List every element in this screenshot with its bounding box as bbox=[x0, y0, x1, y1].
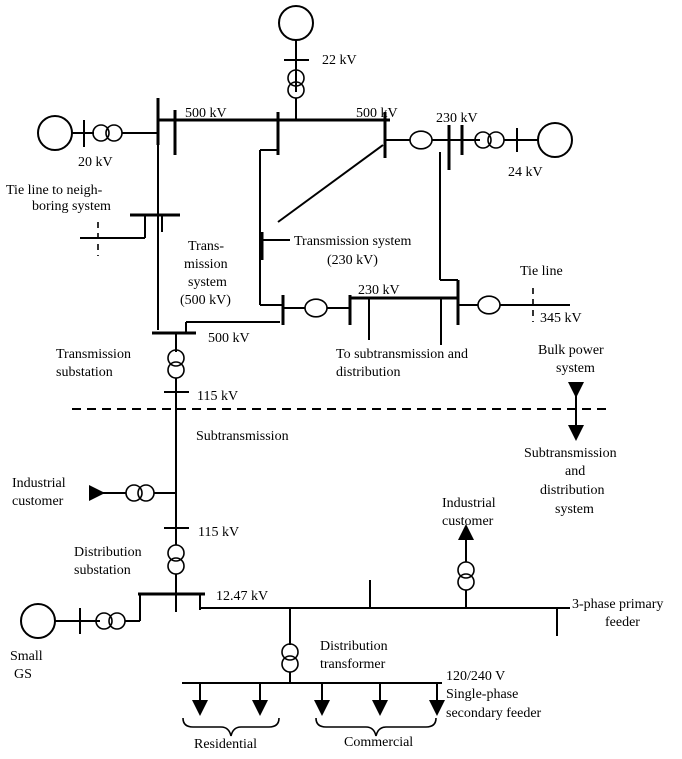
commercial-label: Commercial bbox=[344, 735, 413, 750]
label-500kv-top-mid: 500 kV bbox=[356, 106, 398, 121]
small-generator bbox=[20, 594, 141, 639]
subtransmission-label: Subtransmission bbox=[196, 429, 289, 444]
label-230kv-top: 230 kV bbox=[436, 111, 478, 126]
trans-sub-label-2: substation bbox=[56, 365, 113, 380]
tie-line-left-label: Tie line to neigh- bbox=[6, 183, 103, 198]
transmission-substation-transformer bbox=[164, 333, 189, 495]
generator-22kv bbox=[278, 5, 314, 120]
industrial-left-label-2: customer bbox=[12, 494, 64, 509]
industrial-customer-left bbox=[89, 484, 176, 502]
trans-500-label-4: (500 kV) bbox=[180, 293, 231, 308]
label-24kv: 24 kV bbox=[508, 165, 543, 180]
generator-20kv bbox=[37, 115, 158, 151]
label-345kv: 345 kV bbox=[540, 311, 582, 326]
label-500kv-top-left: 500 kV bbox=[185, 106, 227, 121]
distribution-transformer bbox=[281, 608, 299, 683]
label-22kv: 22 kV bbox=[322, 53, 357, 68]
trans-230-label-1: Transmission system bbox=[294, 234, 411, 249]
label-20kv: 20 kV bbox=[78, 155, 113, 170]
label-115kv-lower: 115 kV bbox=[198, 525, 239, 540]
label-500kv-lower: 500 kV bbox=[208, 331, 250, 346]
small-gs-label-1: Small bbox=[10, 649, 43, 664]
dist-sub-label-2: substation bbox=[74, 563, 131, 578]
label-115kv-upper: 115 kV bbox=[197, 389, 238, 404]
trans-sub-label-1: Transmission bbox=[56, 347, 131, 362]
trans-500-label-3: system bbox=[188, 275, 227, 290]
industrial-right-label-1: Industrial bbox=[442, 496, 496, 511]
three-phase-label-2: feeder bbox=[605, 615, 640, 630]
subtrans-dist-label-2: and bbox=[565, 464, 585, 479]
residential-label: Residential bbox=[194, 737, 257, 752]
tie-line-left bbox=[80, 213, 180, 256]
to-subtrans-label-2: distribution bbox=[336, 365, 401, 380]
single-phase-label-2: secondary feeder bbox=[446, 706, 542, 721]
tie-line-right-label: Tie line bbox=[520, 264, 563, 279]
tie-line-left-label-2: boring system bbox=[32, 199, 111, 214]
industrial-left-label-1: Industrial bbox=[12, 476, 66, 491]
trans-230-label-2: (230 kV) bbox=[327, 253, 378, 268]
to-subtrans-label-1: To subtransmission and bbox=[336, 347, 468, 362]
subtrans-dist-label-4: system bbox=[555, 502, 594, 517]
three-phase-label-1: 3-phase primary bbox=[572, 597, 663, 612]
label-120-240v: 120/240 V bbox=[446, 669, 505, 684]
small-gs-label-2: GS bbox=[14, 667, 32, 682]
dist-xfmr-label-2: transformer bbox=[320, 657, 386, 672]
diagonal-line bbox=[277, 144, 384, 223]
commercial-brace bbox=[315, 717, 437, 737]
generator-24kv bbox=[385, 122, 573, 170]
subtrans-dist-label-1: Subtransmission bbox=[524, 446, 617, 461]
trans-500-label-1: Trans- bbox=[188, 239, 224, 254]
single-phase-label-1: Single-phase bbox=[446, 687, 518, 702]
dist-xfmr-label-1: Distribution bbox=[320, 639, 388, 654]
residential-brace bbox=[182, 717, 280, 737]
bulk-power-label-1: Bulk power bbox=[538, 343, 604, 358]
industrial-customer-right bbox=[457, 524, 475, 608]
trans-500-label-2: mission bbox=[184, 257, 228, 272]
label-1247kv: 12.47 kV bbox=[216, 589, 268, 604]
subtrans-dist-label-3: distribution bbox=[540, 483, 605, 498]
industrial-right-label-2: customer bbox=[442, 514, 494, 529]
bulk-power-label-2: system bbox=[556, 361, 595, 376]
label-230kv-mid: 230 kV bbox=[358, 283, 400, 298]
dist-sub-label-1: Distribution bbox=[74, 545, 142, 560]
